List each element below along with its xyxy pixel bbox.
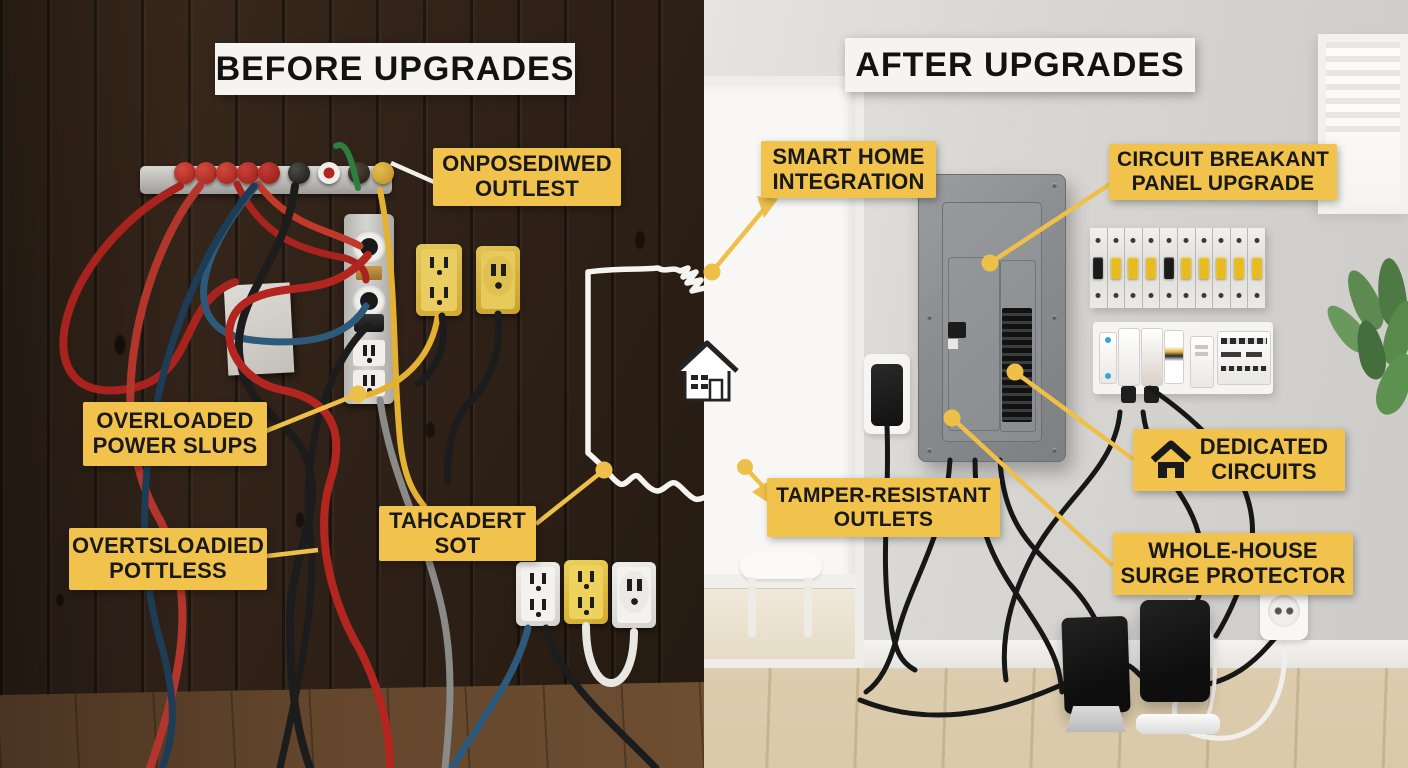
white-single-outlet	[612, 562, 656, 628]
display-stand	[1066, 706, 1126, 732]
circuit-breaker	[1090, 228, 1108, 308]
plug-white-red	[318, 162, 340, 184]
smart-display	[1140, 600, 1210, 702]
smart-adapter	[871, 364, 903, 426]
plug-black	[288, 162, 310, 184]
house-icon	[1150, 440, 1192, 478]
smart-relay	[1118, 328, 1140, 386]
yellow-single-outlet	[476, 246, 520, 314]
before-title-banner: BEFORE UPGRADES	[215, 43, 575, 95]
after-title: AFTER UPGRADES	[855, 45, 1185, 84]
smart-module	[1164, 330, 1184, 384]
plug-red	[258, 162, 280, 184]
smart-device-row	[1093, 322, 1273, 403]
callout-unsafe-outlets: ONPOSEDIWED OUTLEST	[433, 148, 621, 206]
energy-monitor-hub	[1217, 331, 1271, 385]
main-switch	[948, 322, 966, 349]
house-icon	[675, 340, 739, 402]
callout-socket: TAHCADERT SOT	[379, 506, 536, 561]
circuit-breaker	[1125, 228, 1143, 308]
stool	[740, 553, 822, 579]
plug-red	[195, 162, 217, 184]
strip-outlet	[353, 340, 385, 366]
plug-red	[237, 162, 259, 184]
plug-yellow	[372, 162, 394, 184]
plug-black	[1121, 386, 1136, 403]
window-blinds-icon	[1326, 42, 1400, 134]
plug-red	[174, 162, 196, 184]
callout-power-strips: OVERLOADED POWER SLUPS	[83, 402, 267, 466]
circuit-breaker	[1248, 228, 1266, 308]
circuit-breaker	[1213, 228, 1231, 308]
plug-red	[216, 162, 238, 184]
smart-display	[1061, 615, 1131, 715]
yellow-duplex-outlet	[564, 560, 608, 624]
stool-leg	[804, 577, 812, 637]
after-title-banner: AFTER UPGRADES	[845, 38, 1195, 92]
doorway-floor	[704, 589, 855, 659]
smart-relay	[1141, 328, 1163, 386]
before-title: BEFORE UPGRADES	[215, 49, 575, 88]
circuit-breaker	[1142, 228, 1161, 308]
callout-smart-home: SMART HOME INTEGRATION	[761, 141, 936, 198]
ohio-state-outline	[585, 253, 803, 500]
din-breaker-row	[1090, 228, 1266, 308]
doorway-baseboard	[704, 574, 855, 589]
wall-outlet	[1260, 588, 1308, 640]
callout-tamper-outlets: TAMPER-RESISTANT OUTLETS	[767, 478, 1000, 537]
smart-sensor	[1190, 336, 1214, 388]
yellow-duplex-outlet	[416, 244, 462, 316]
white-duplex-outlet	[516, 562, 560, 626]
callout-connectors	[265, 160, 1135, 568]
circuit-breaker	[1177, 228, 1196, 308]
breaker-panel	[918, 174, 1066, 462]
breaker-column-frame	[1000, 260, 1036, 432]
circuit-breaker	[1107, 228, 1126, 308]
callout-overloaded-outlets: OVERTSLOADIED POTTLESS	[69, 528, 267, 590]
callout-surge-protector: WHOLE-HOUSE SURGE PROTECTOR	[1113, 533, 1353, 595]
callout-dedicated-circuits: DEDICATED CIRCUITS	[1133, 429, 1345, 491]
circuit-breaker	[1160, 228, 1178, 308]
display-stand	[1136, 714, 1220, 734]
circuit-breaker	[1195, 228, 1214, 308]
din-module	[1099, 332, 1117, 384]
callout-breaker-panel: CIRCUIT BREAKANT PANEL UPGRADE	[1109, 144, 1337, 200]
stool-leg	[748, 577, 756, 637]
circuit-breaker	[1230, 228, 1249, 308]
